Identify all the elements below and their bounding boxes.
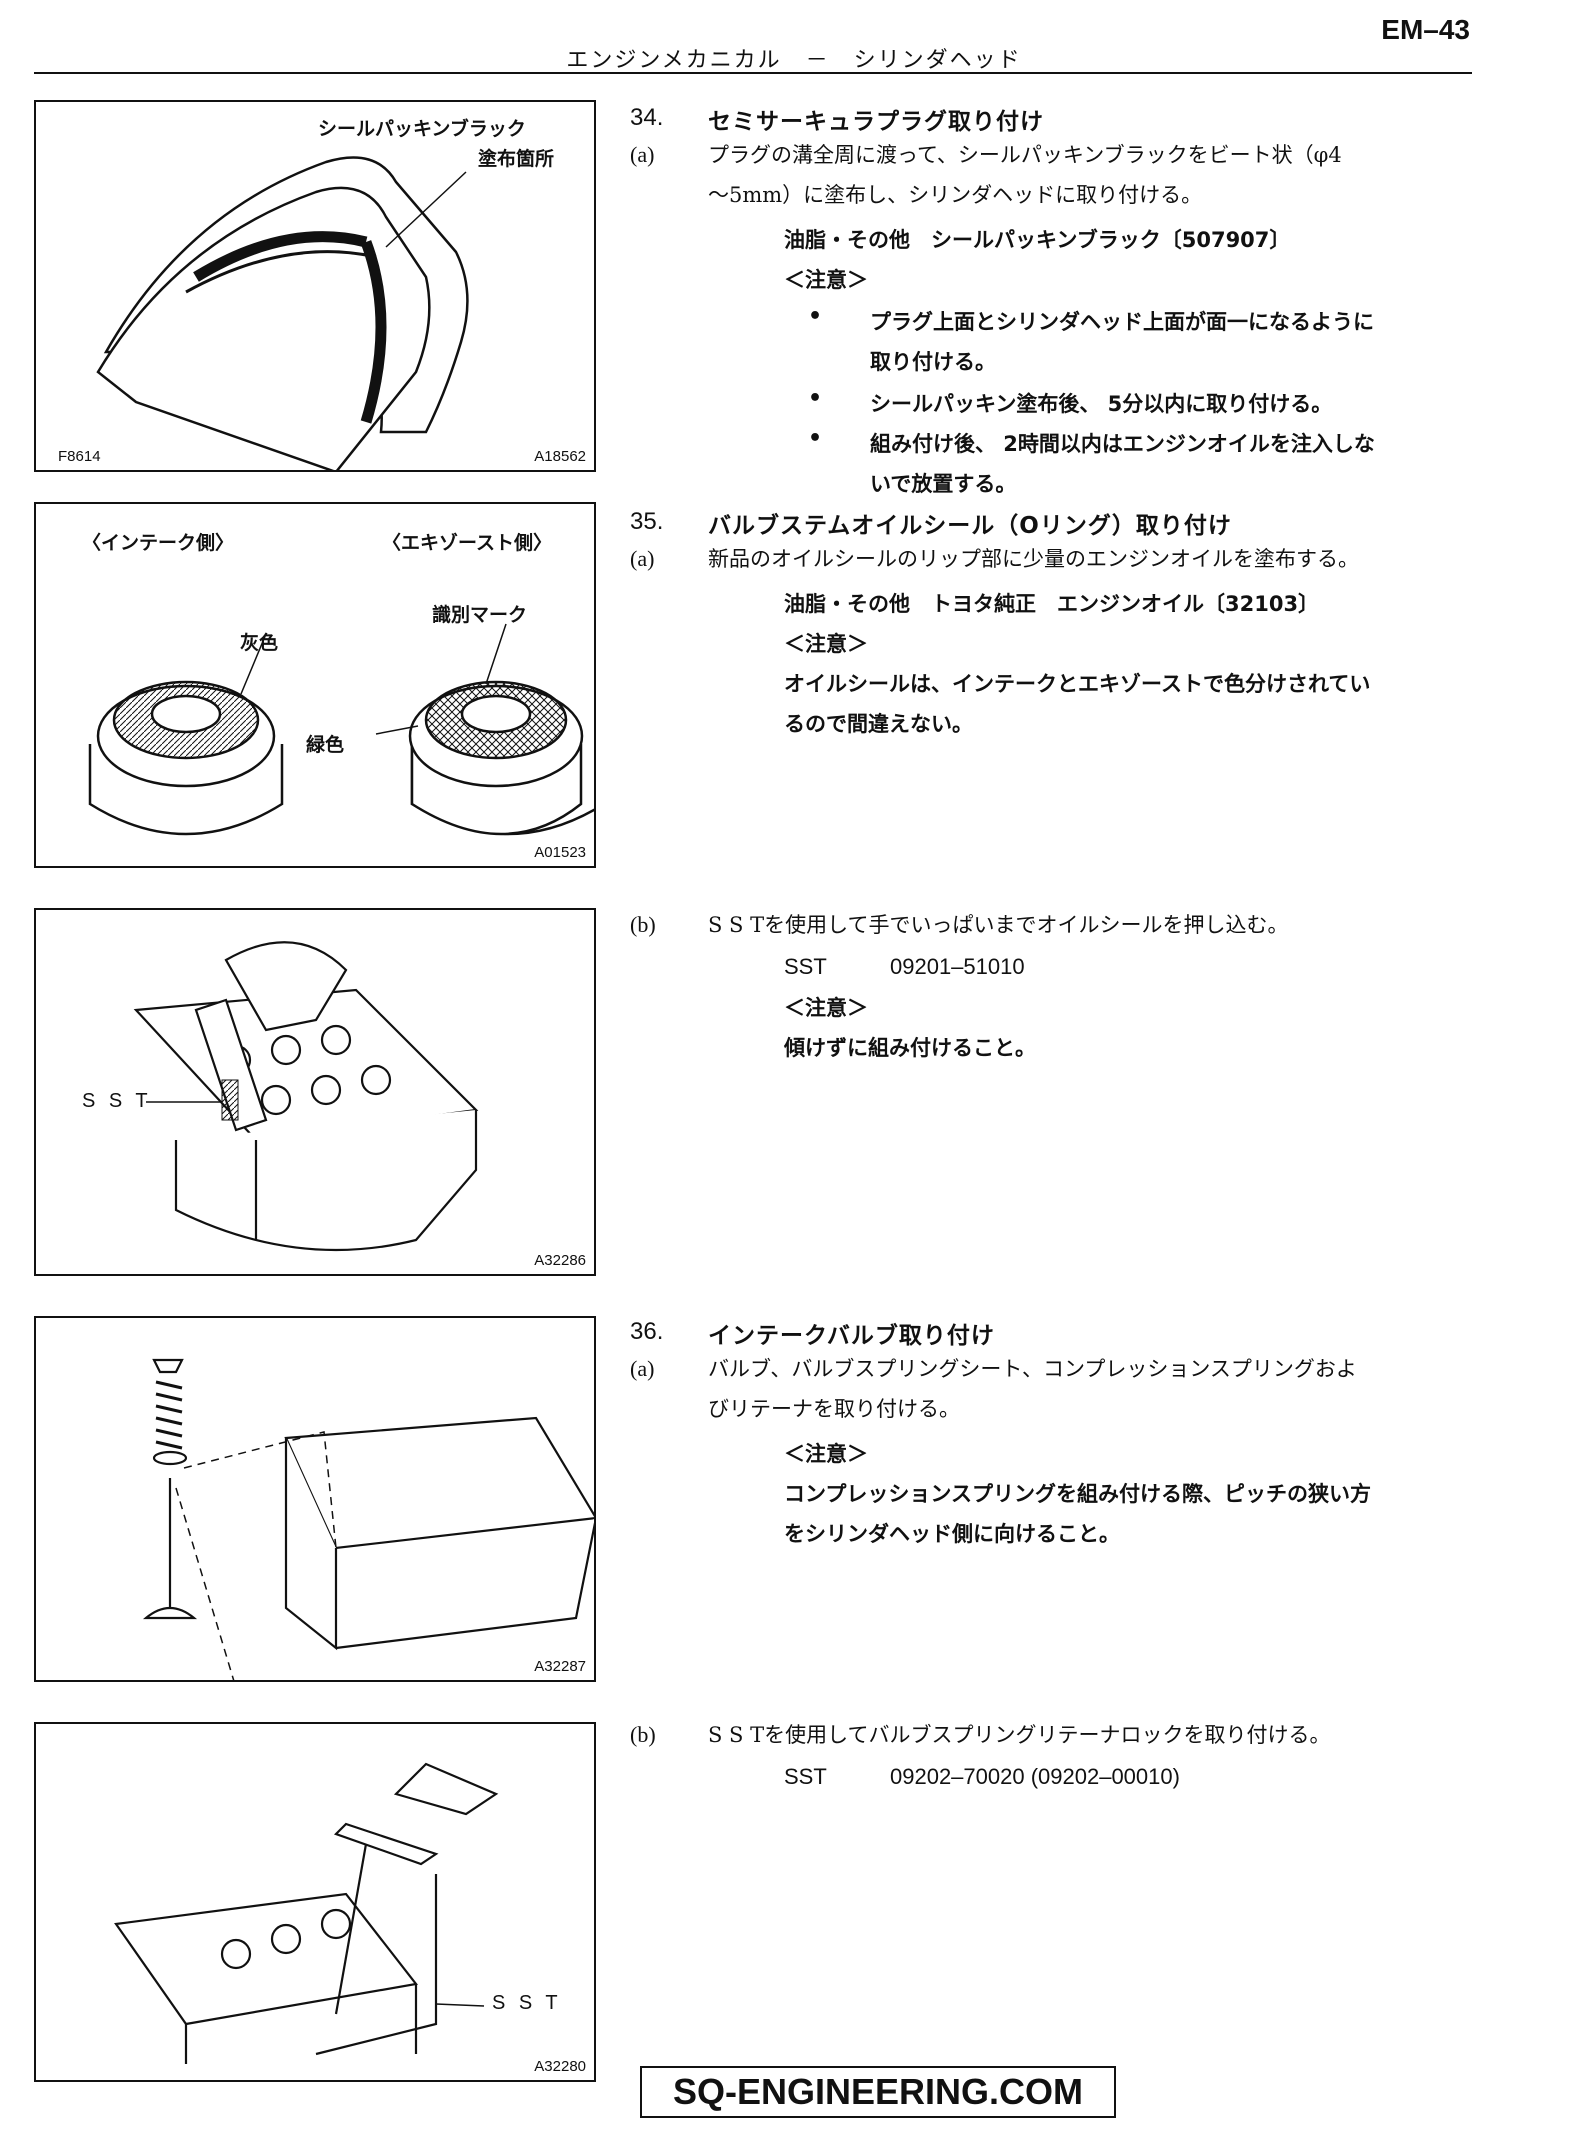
figure-sst-oil-seal: S S T A32286 [34,908,596,1276]
step-36-b-label: (b) [630,1722,656,1747]
bullet-dot: • [808,304,823,329]
step-36-a-line2: びリテーナを取り付ける。 [708,1397,960,1421]
step-34-a-label: (a) [630,142,655,167]
step-35-sst-code: 09201–51010 [890,954,1025,979]
intake-valve-illustration [142,1358,594,1680]
step-36-title: インテークバルブ取り付け [708,1323,995,1349]
step-36-sst-label: SST [784,1764,827,1789]
step-35-b-note: 傾けずに組み付けること。 [784,1036,1036,1060]
figure-code: A32280 [534,2058,586,2075]
step-36-sst-code: 09202–70020 (09202–00010) [890,1764,1180,1789]
step-35-caution: ＜注意＞ [784,632,868,656]
page-number: EM–43 [1381,14,1470,45]
step-35-b-line1: S S Tを使用して手でいっぱいまでオイルシールを押し込む。 [708,913,1289,937]
watermark-logo: SQ-ENGINEERING.COM [640,2066,1116,2118]
step-34-bullet1-line1: プラグ上面とシリンダヘッド上面が面一になるように [870,310,1374,334]
step-35-b-caution: ＜注意＞ [784,996,868,1020]
step-35-note-line1: オイルシールは、インテークとエキゾーストで色分けされてい [784,672,1371,696]
figure-oil-seals: 〈インテーク側〉 〈エキゾースト側〉 識別マーク 灰色 緑色 A01523 [34,502,596,868]
sst-retainer-illustration [114,1762,499,2064]
step-35-title: バルブステムオイルシール（Oリング）取り付け [708,513,1232,539]
figure-code: A01523 [534,844,586,861]
step-35-b-label: (b) [630,912,656,937]
sst-oil-seal-illustration [133,941,479,1252]
step-35-note-line2: るので間違えない。 [784,712,973,736]
bullet-dot: • [808,386,823,411]
figure-intake-valve: A32287 [34,1316,596,1682]
step-34-material: 油脂・その他 シールパッキンブラック〔507907〕 [784,228,1291,252]
label-green: 緑色 [306,734,345,756]
step-36-a-label: (a) [630,1356,655,1381]
step-34-bullet3-line2: いで放置する。 [870,472,1017,496]
step-36-note-line1: コンプレッションスプリングを組み付ける際、ピッチの狭い方 [784,1482,1371,1506]
figure-code: A32286 [534,1252,586,1269]
step-34-title: セミサーキュラプラグ取り付け [708,109,1044,135]
step-34-a-line2: ～5mm）に塗布し、シリンダヘッドに取り付ける。 [708,183,1203,207]
oil-seals-illustration [88,623,594,836]
header-divider [34,72,1472,74]
step-34-bullet3-line1: 組み付け後、 2時間以内はエンジンオイルを注入しな [870,432,1375,456]
step-36-a-line1: バルブ、バルブスプリングシート、コンプレッションスプリングおよ [708,1357,1357,1381]
label-exhaust-side: 〈エキゾースト側〉 [382,532,553,554]
label-intake-side: 〈インテーク側〉 [82,532,235,554]
label-sst: S S T [82,1090,152,1112]
step-34-a-line1: プラグの溝全周に渡って、シールパッキンブラックをビート状（φ4 [708,143,1342,167]
figure-code-left: F8614 [58,448,101,465]
step-36-caution: ＜注意＞ [784,1442,868,1466]
label-sst: S S T [492,1992,562,2014]
step-34-bullet2: シールパッキン塗布後、 5分以内に取り付ける。 [870,392,1333,416]
figure-semicircular-plug: シールパッキンブラック 塗布箇所 F8614 A18562 [34,100,596,472]
step-36-note-line2: をシリンダヘッド側に向けること。 [784,1522,1120,1546]
step-35-number: 35. [630,508,664,535]
step-36-b-line1: S S Tを使用してバルブスプリングリテーナロックを取り付ける。 [708,1723,1331,1747]
step-34-number: 34. [630,104,664,131]
label-application-area: 塗布箇所 [478,148,555,170]
step-35-a-line1: 新品のオイルシールのリップ部に少量のエンジンオイルを塗布する。 [708,547,1359,571]
step-34-bullet1-line2: 取り付ける。 [870,350,996,374]
figure-code: A18562 [534,448,586,465]
figure-code: A32287 [534,1658,586,1675]
step-36-number: 36. [630,1318,664,1345]
label-identification-mark: 識別マーク [432,604,528,626]
step-35-a-label: (a) [630,546,655,571]
section-header: エンジンメカニカル － シリンダヘッド [566,48,1022,73]
label-gray: 灰色 [240,632,279,654]
label-seal-packing: シールパッキンブラック [318,118,526,140]
step-35-material: 油脂・その他 トヨタ純正 エンジンオイル〔32103〕 [784,592,1320,616]
step-35-sst-label: SST [784,954,827,979]
bullet-dot: • [808,426,823,451]
step-34-caution: ＜注意＞ [784,268,868,292]
figure-sst-retainer-lock: S S T A32280 [34,1722,596,2082]
semicircular-plug-illustration [96,156,469,470]
